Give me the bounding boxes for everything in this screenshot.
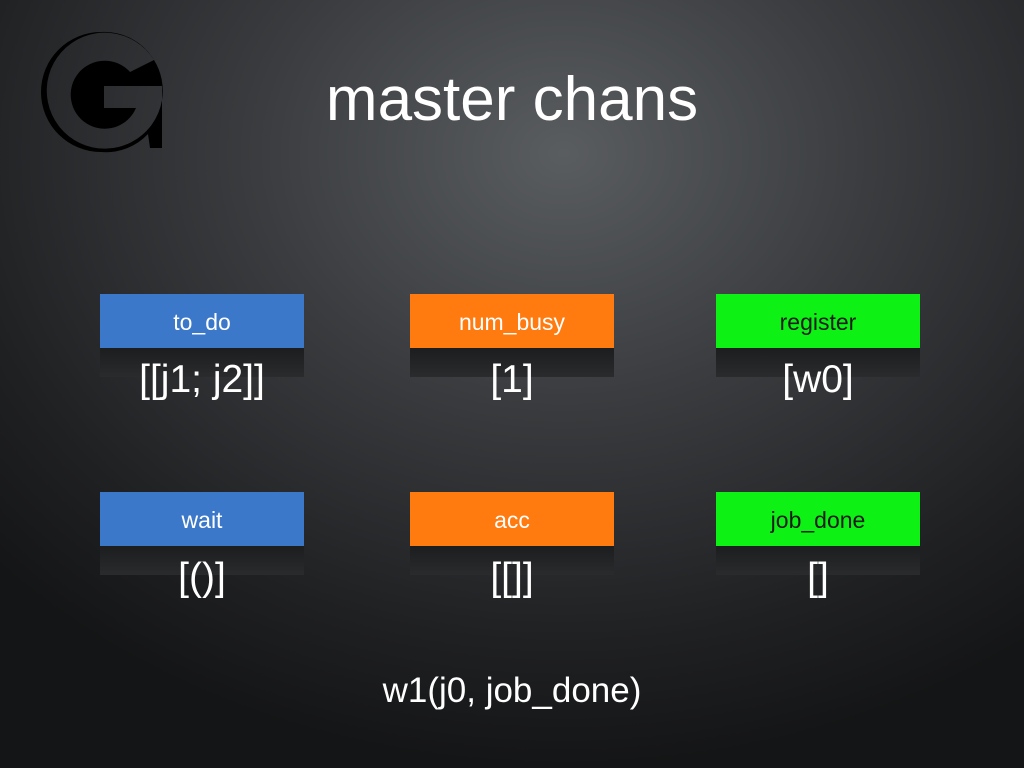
- channel-name: wait: [100, 492, 304, 546]
- channel-value: [1]: [490, 358, 534, 401]
- channel-name: to_do: [100, 294, 304, 348]
- g-logo-icon: [41, 31, 163, 153]
- channel-buffer: [100, 546, 304, 575]
- channel-buffer: [410, 546, 614, 575]
- worker-call-label: w1(j0, job_done): [382, 671, 642, 710]
- channel-job-done: job_done []: [716, 492, 920, 599]
- channel-value: [w0]: [782, 358, 854, 401]
- channel-name: job_done: [716, 492, 920, 546]
- channel-value: [[]]: [490, 556, 534, 599]
- channel-buffer: [716, 546, 920, 575]
- channel-register: register [w0]: [716, 294, 920, 401]
- channel-to-do: to_do [[j1; j2]]: [100, 294, 304, 401]
- channel-value: [[j1; j2]]: [139, 358, 265, 401]
- channel-num-busy: num_busy [1]: [410, 294, 614, 401]
- slide-title-text: master chans: [325, 65, 699, 134]
- slide-title: master chans: [0, 62, 1024, 138]
- channel-acc: acc [[]]: [410, 492, 614, 599]
- channel-wait: wait [()]: [100, 492, 304, 599]
- channel-name: register: [716, 294, 920, 348]
- channel-name: num_busy: [410, 294, 614, 348]
- channel-name: acc: [410, 492, 614, 546]
- channel-buffer: [716, 348, 920, 377]
- channel-value: [()]: [178, 556, 226, 599]
- channel-buffer: [100, 348, 304, 377]
- channel-value: []: [807, 556, 829, 599]
- channel-buffer: [410, 348, 614, 377]
